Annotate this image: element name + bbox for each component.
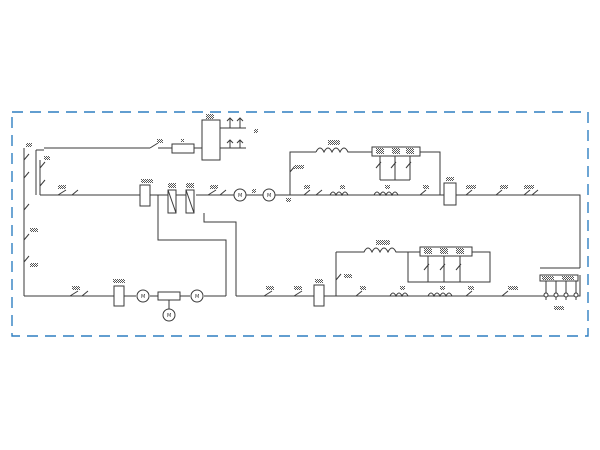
contactor-k4 [313, 284, 325, 307]
top-feeder [44, 114, 258, 161]
fuse-box [171, 143, 195, 154]
motor-m4 [162, 308, 176, 322]
lower-line: M M M [24, 252, 581, 322]
contactor-k1 [139, 184, 151, 207]
motor-m5-label: M [195, 294, 199, 300]
motor-m3 [136, 289, 150, 303]
motor-m5 [190, 289, 204, 303]
coupling-box [157, 291, 181, 301]
terminal-block [539, 267, 580, 310]
motor-m4-label: M [167, 313, 171, 319]
middle-line: M M [40, 151, 581, 268]
terminal-strip [539, 274, 579, 282]
motor-m3-label: M [141, 294, 145, 300]
contactor-k3 [113, 285, 125, 307]
contactor-k2 [443, 182, 457, 206]
transformer-box [201, 119, 221, 161]
left-bus [23, 143, 50, 296]
lower-branch [336, 240, 491, 283]
upper-branch [315, 140, 441, 195]
dashed-boundary [11, 111, 589, 337]
relay-links [157, 195, 237, 296]
motor-m2-label: M [267, 193, 271, 199]
motor-m1-label: M [238, 193, 242, 199]
